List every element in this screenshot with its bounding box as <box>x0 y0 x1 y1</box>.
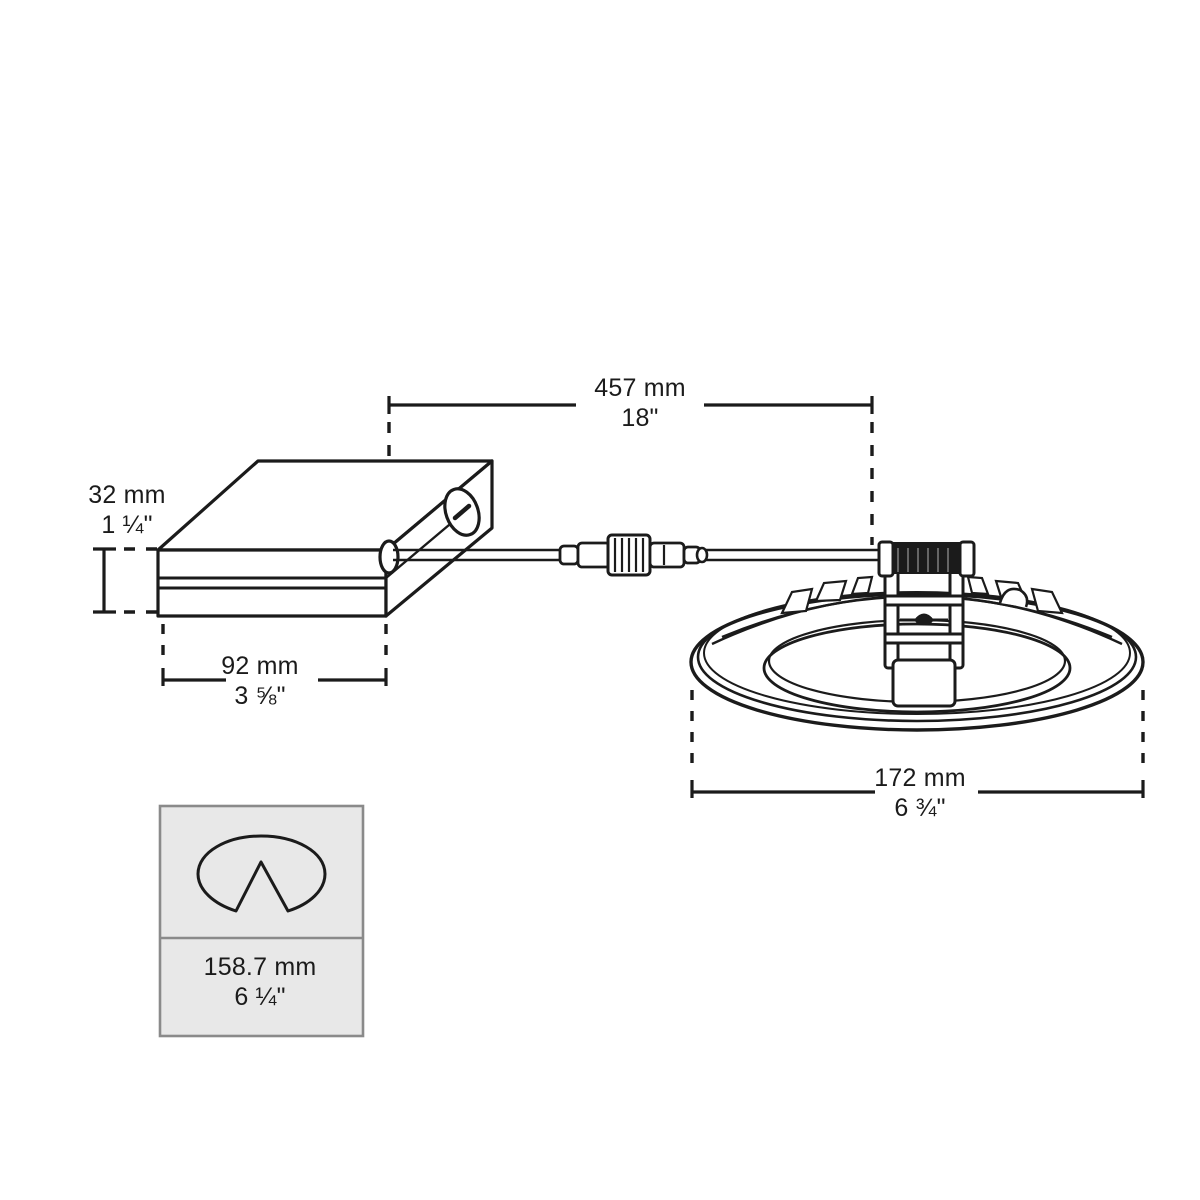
dimension-box-depth <box>161 624 388 686</box>
quick-connect-coupler <box>558 533 709 577</box>
cutout-detail-panel <box>158 804 365 1038</box>
box-height-metric: 32 mm <box>88 481 166 509</box>
cable-grommet <box>378 539 400 575</box>
cable-length-imperial: 18" <box>621 403 659 432</box>
cutout-size-label: 158.7 mm 6 ¼" <box>160 953 360 1012</box>
supply-cable-left <box>393 548 566 562</box>
box-depth-imperial: 3 ⅝" <box>234 681 286 710</box>
box-depth-metric: 92 mm <box>221 652 299 680</box>
cutout-metric: 158.7 mm <box>203 953 317 981</box>
box-height-imperial: 1 ¼" <box>101 510 153 539</box>
dimension-label-box-depth: 92 mm 3 ⅝" <box>160 652 360 711</box>
hole-saw-cutout-icon <box>196 834 327 913</box>
fixture-diameter-metric: 172 mm <box>874 764 966 792</box>
junction-box <box>156 459 494 618</box>
dimension-label-cable-length: 457 mm 18" <box>520 374 760 433</box>
dimension-label-box-height: 32 mm 1 ¼" <box>52 481 202 540</box>
cable-length-metric: 457 mm <box>594 374 686 402</box>
recessed-downlight <box>689 540 1145 732</box>
driver-housing <box>877 540 976 578</box>
fixture-diameter-imperial: 6 ¾" <box>894 793 946 822</box>
knockout-hole <box>443 487 481 537</box>
dimension-box-height <box>93 547 176 614</box>
supply-cable-right <box>706 548 880 562</box>
dimension-fixture-diameter <box>690 690 1145 798</box>
dimension-label-fixture-diameter: 172 mm 6 ¾" <box>820 764 1020 823</box>
cutout-imperial: 6 ¼" <box>234 982 286 1011</box>
mounting-bracket <box>883 560 965 708</box>
